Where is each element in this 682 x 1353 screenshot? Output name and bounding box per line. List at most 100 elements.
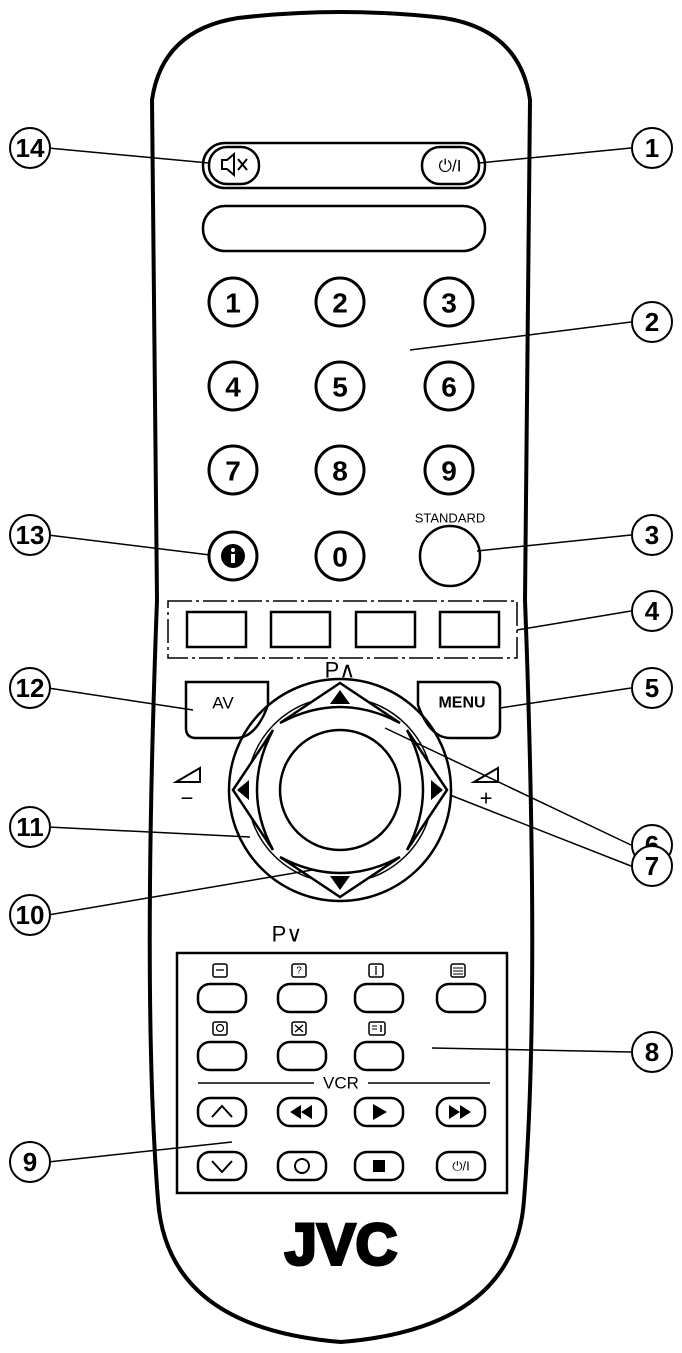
svg-text:9: 9 bbox=[441, 456, 457, 487]
volume-down-icon bbox=[172, 766, 201, 783]
top-button-strip bbox=[201, 141, 487, 190]
green-button[interactable] bbox=[269, 610, 332, 649]
arrow-up-icon bbox=[330, 690, 350, 704]
vcr-label: VCR bbox=[323, 1074, 359, 1093]
fast-forward-icon bbox=[449, 1105, 471, 1119]
svg-text:12: 12 bbox=[16, 673, 45, 703]
remote-body-outline bbox=[147, 10, 535, 1345]
svg-text:5: 5 bbox=[645, 673, 659, 703]
svg-text:2: 2 bbox=[645, 307, 659, 337]
yellow-button[interactable] bbox=[354, 610, 417, 649]
av-button-label: AV bbox=[212, 694, 234, 713]
stop-icon bbox=[373, 1160, 385, 1172]
text-index-button[interactable] bbox=[353, 1021, 405, 1072]
callout-11: 11 bbox=[9, 806, 51, 848]
program-up-button[interactable] bbox=[279, 681, 401, 725]
vcr-channel-down-button[interactable] bbox=[196, 1150, 248, 1182]
vcr-stop-button[interactable] bbox=[353, 1150, 405, 1182]
callout-9: 9 bbox=[9, 1141, 51, 1183]
chevron-down-icon bbox=[211, 1160, 233, 1174]
arrow-down-icon bbox=[330, 876, 350, 890]
cancel-icon bbox=[291, 1021, 307, 1036]
svg-text:13: 13 bbox=[16, 520, 45, 550]
menu-button-label: MENU bbox=[438, 695, 485, 712]
svg-text:14: 14 bbox=[16, 133, 45, 163]
display-window bbox=[201, 204, 487, 253]
power-button-label: ⏻/I bbox=[439, 157, 462, 176]
program-down-button[interactable] bbox=[279, 855, 401, 899]
number-keypad: 1 2 3 4 5 6 7 8 9 0 bbox=[207, 276, 475, 582]
muting-speaker-icon bbox=[221, 151, 248, 178]
vcr-record-button[interactable] bbox=[276, 1150, 328, 1182]
teletext-button[interactable] bbox=[435, 963, 487, 1014]
svg-text:3: 3 bbox=[645, 520, 659, 550]
key-1[interactable]: 1 bbox=[207, 276, 259, 328]
vcr-row-2: ⏻/I bbox=[196, 1150, 487, 1182]
volume-up-icon bbox=[470, 766, 499, 783]
vcr-fast-forward-button[interactable] bbox=[435, 1096, 487, 1128]
key-2[interactable]: 2 bbox=[314, 276, 366, 328]
svg-text:4: 4 bbox=[225, 372, 241, 403]
vcr-channel-up-button[interactable] bbox=[196, 1096, 248, 1128]
vcr-rewind-button[interactable] bbox=[276, 1096, 328, 1128]
svg-text:6: 6 bbox=[441, 372, 457, 403]
text-size-button[interactable] bbox=[196, 963, 248, 1014]
svg-text:3: 3 bbox=[441, 288, 457, 319]
play-icon bbox=[373, 1104, 387, 1120]
arrow-left-icon bbox=[237, 780, 249, 800]
key-4[interactable]: 4 bbox=[207, 360, 259, 412]
info-button[interactable] bbox=[207, 530, 259, 582]
text-reveal-button[interactable]: ? bbox=[276, 963, 328, 1014]
callout-5: 5 bbox=[631, 667, 673, 709]
teletext-row-2 bbox=[196, 1021, 405, 1072]
svg-text:1: 1 bbox=[225, 288, 241, 319]
menu-button[interactable]: MENU bbox=[416, 680, 502, 740]
subpage-icon bbox=[212, 1021, 228, 1036]
rewind-icon bbox=[290, 1105, 312, 1119]
callout-13: 13 bbox=[9, 514, 51, 556]
text-hold-button[interactable] bbox=[353, 963, 405, 1014]
vcr-power-label: ⏻/I bbox=[452, 1159, 470, 1174]
callout-8: 8 bbox=[631, 1031, 673, 1073]
power-button[interactable]: ⏻/I bbox=[420, 145, 481, 186]
key-6[interactable]: 6 bbox=[423, 360, 475, 412]
brand-logo: JVC bbox=[285, 1213, 398, 1278]
vcr-play-button[interactable] bbox=[353, 1096, 405, 1128]
teletext-icon bbox=[450, 963, 466, 978]
key-3[interactable]: 3 bbox=[423, 276, 475, 328]
key-9[interactable]: 9 bbox=[423, 444, 475, 496]
standard-label: STANDARD bbox=[415, 511, 486, 526]
teletext-row-1: ? bbox=[196, 963, 487, 1014]
text-subpage-button[interactable] bbox=[196, 1021, 248, 1072]
hold-icon bbox=[368, 963, 384, 978]
text-size-icon bbox=[212, 963, 228, 978]
standard-button[interactable] bbox=[418, 524, 482, 588]
av-button[interactable]: AV bbox=[184, 680, 270, 740]
center-ok-button[interactable] bbox=[278, 728, 402, 852]
text-cancel-button[interactable] bbox=[276, 1021, 328, 1072]
volume-down-button[interactable] bbox=[231, 729, 275, 851]
callouts: 1 2 3 4 5 6 7 8 9 10 11 12 13 14 bbox=[9, 127, 673, 1183]
key-7[interactable]: 7 bbox=[207, 444, 259, 496]
svg-text:2: 2 bbox=[332, 288, 348, 319]
reveal-icon bbox=[291, 963, 307, 978]
key-0[interactable]: 0 bbox=[314, 530, 366, 582]
color-buttons-frame bbox=[167, 600, 518, 659]
red-button[interactable] bbox=[185, 610, 248, 649]
svg-text:11: 11 bbox=[16, 812, 44, 842]
index-icon bbox=[368, 1021, 386, 1036]
callout-12: 12 bbox=[9, 667, 51, 709]
callout-leaders bbox=[47, 147, 632, 1163]
svg-text:9: 9 bbox=[23, 1147, 37, 1177]
volume-up-button[interactable] bbox=[405, 729, 449, 851]
key-5[interactable]: 5 bbox=[314, 360, 366, 412]
mute-button[interactable] bbox=[207, 145, 261, 186]
vcr-row-1 bbox=[196, 1096, 487, 1128]
key-8[interactable]: 8 bbox=[314, 444, 366, 496]
blue-button[interactable] bbox=[438, 610, 501, 649]
vcr-power-button[interactable]: ⏻/I bbox=[435, 1150, 487, 1182]
callout-10: 10 bbox=[9, 894, 51, 936]
callout-1: 1 bbox=[631, 127, 673, 169]
callout-14: 14 bbox=[9, 127, 51, 169]
svg-text:8: 8 bbox=[645, 1037, 659, 1067]
